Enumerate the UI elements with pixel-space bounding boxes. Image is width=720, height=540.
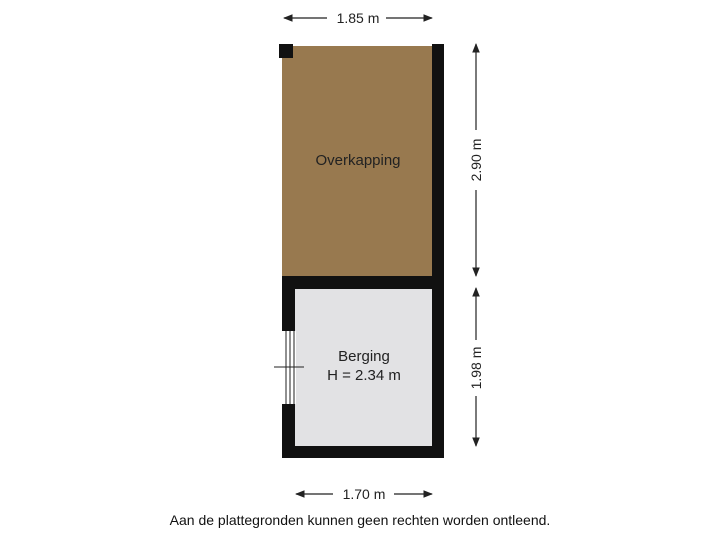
top-width-dimension: 1.85 m [283,10,433,26]
bottom-width-text: 1.70 m [343,486,386,502]
right-lower-text: 1.98 m [468,347,484,390]
disclaimer-text: Aan de plattegronden kunnen geen rechten… [169,512,551,528]
right-upper-text: 2.90 m [468,139,484,182]
corner-post [279,44,293,58]
berging-floor [295,289,432,446]
overkapping-floor [282,46,434,276]
right-lower-dimension: 1.98 m [468,287,484,447]
top-width-text: 1.85 m [337,10,380,26]
berging-height-label: H = 2.34 m [327,367,401,384]
bottom-width-dimension: 1.70 m [295,486,433,502]
overkapping-right-wall [432,44,444,280]
berging-label: Berging [338,348,390,365]
door-frame [274,331,304,404]
right-upper-dimension: 2.90 m [468,43,484,277]
overkapping-label: Overkapping [315,152,400,169]
